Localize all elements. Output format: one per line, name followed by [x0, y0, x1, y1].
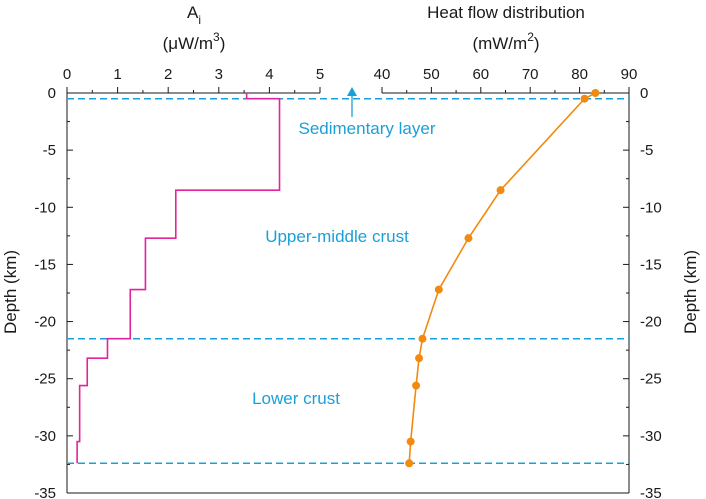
sedimentary-layer-label: Sedimentary layer	[298, 119, 435, 138]
right-y-tick-label: -15	[640, 256, 662, 273]
right-x-tick-label: 50	[423, 66, 440, 83]
left-unit-suffix: )	[220, 34, 226, 53]
right-panel-unit: (mW/m2)	[472, 30, 539, 53]
left-y-tick-label: 0	[48, 85, 56, 102]
heat-production-step-line	[76, 93, 281, 464]
right-panel-title: Heat flow distribution	[427, 3, 585, 22]
left-y-tick-label: -20	[34, 314, 56, 331]
heat-flow-point	[418, 334, 427, 343]
right-x-tick-label: 60	[472, 66, 489, 83]
right-unit-superscript: 2	[527, 30, 534, 44]
left-y-tick-label: -25	[34, 371, 56, 388]
heat-flow-point	[464, 234, 473, 243]
left-title-main: A	[187, 3, 199, 22]
left-panel-unit: (μW/m3)	[163, 30, 226, 53]
left-panel-title: Ai	[187, 3, 201, 27]
right-y-tick-label: -10	[640, 199, 662, 216]
heat-flow-point	[434, 285, 443, 294]
heat-flow-line	[408, 92, 596, 464]
right-y-tick-label: -35	[640, 485, 662, 499]
left-unit-superscript: 3	[213, 30, 220, 44]
left-unit-prefix: (μW/m	[163, 34, 213, 53]
left-y-tick-label: -35	[34, 485, 56, 499]
right-unit-suffix: )	[534, 34, 540, 53]
right-unit-prefix: (mW/m	[472, 34, 527, 53]
heat-flow-point	[496, 186, 505, 195]
right-x-tick-label: 70	[522, 66, 539, 83]
heat-flow-point	[580, 94, 589, 103]
upper-middle-crust-label: Upper-middle crust	[265, 227, 409, 246]
right-y-tick-label: -20	[640, 314, 662, 331]
left-y-axis-title: Depth (km)	[1, 250, 20, 334]
heat-flow-point	[412, 381, 421, 390]
heat-flow-point	[406, 437, 415, 446]
left-x-tick-label: 0	[63, 66, 71, 83]
left-y-tick-label: -10	[34, 199, 56, 216]
right-y-tick-label: -30	[640, 428, 662, 445]
heat-flow-point	[415, 354, 424, 363]
right-y-tick-label: 0	[640, 85, 648, 102]
heat-flow-point	[591, 89, 600, 97]
sedimentary-arrow-head	[347, 87, 357, 96]
left-x-tick-label: 4	[265, 66, 273, 83]
left-x-tick-label: 5	[316, 66, 324, 83]
left-x-tick-label: 2	[164, 66, 172, 83]
right-x-tick-label: 40	[374, 66, 391, 83]
left-x-tick-label: 1	[113, 66, 121, 83]
lower-crust-label: Lower crust	[252, 389, 340, 408]
left-y-tick-label: -5	[43, 142, 56, 159]
left-x-tick-label: 3	[215, 66, 223, 83]
left-y-tick-label: -15	[34, 256, 56, 273]
left-y-tick-label: -30	[34, 428, 56, 445]
right-y-tick-label: -5	[640, 142, 653, 159]
left-title-subscript: i	[198, 13, 201, 27]
heat-flow-point	[405, 459, 414, 468]
right-y-axis-title: Depth (km)	[681, 250, 700, 334]
right-y-tick-label: -25	[640, 371, 662, 388]
right-x-tick-label: 90	[621, 66, 638, 83]
right-x-tick-label: 80	[571, 66, 588, 83]
